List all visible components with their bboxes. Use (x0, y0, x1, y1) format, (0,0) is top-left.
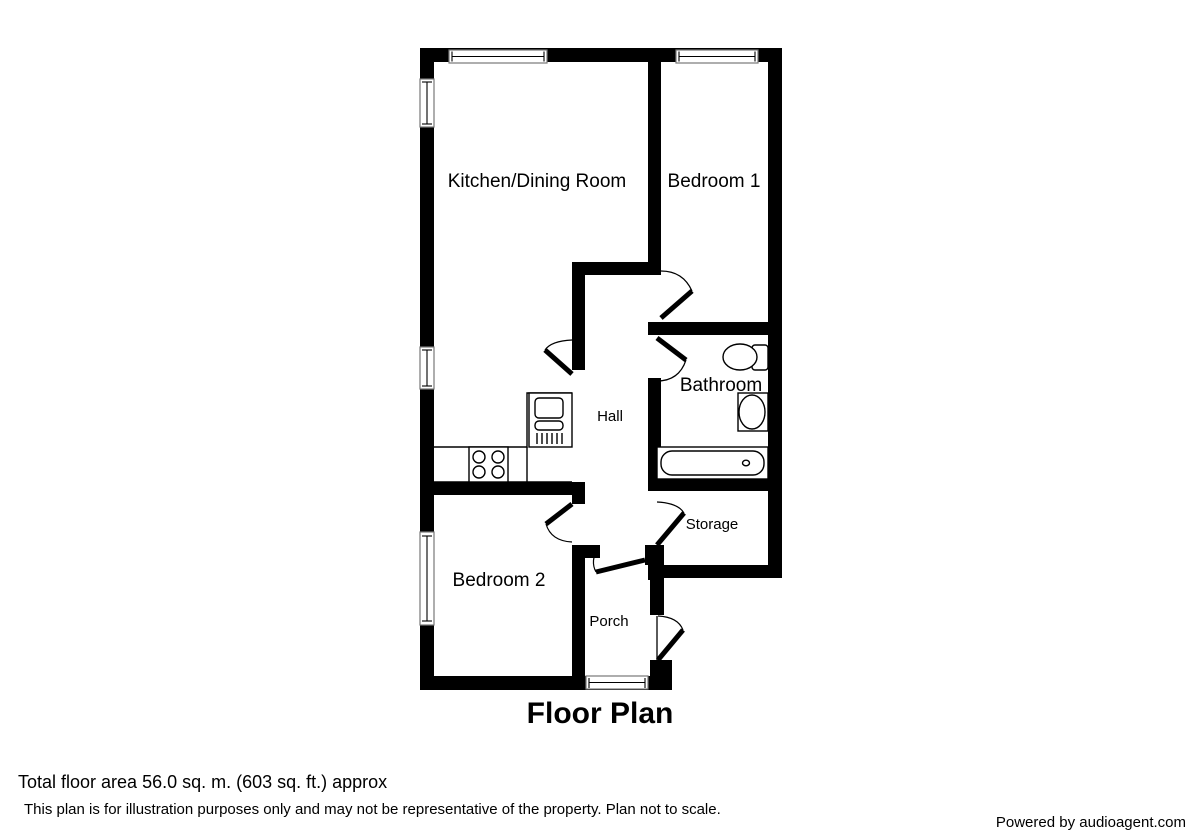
wall-hall-west-lower-stub (572, 482, 585, 504)
room-label-bedroom-1: Bedroom 1 (668, 171, 761, 192)
wall-east-upper (768, 48, 782, 578)
room-label-bathroom: Bathroom (680, 375, 762, 396)
door-bedroom2-icon (544, 502, 574, 543)
wall-hall-north (572, 262, 661, 275)
wall-hall-west-upper (572, 262, 585, 370)
exterior-walls (420, 48, 782, 690)
wall-porch-nw-corner (645, 545, 664, 565)
doors (543, 270, 694, 662)
page-title: Floor Plan (527, 697, 674, 730)
door-front-entrance-icon (656, 615, 685, 662)
door-storage-icon (655, 501, 686, 547)
window-bedroom2-left-icon (419, 531, 435, 626)
wall-bed1-bath-divider (648, 322, 768, 335)
room-label-porch: Porch (589, 613, 628, 630)
wall-bedroom2-east (572, 545, 585, 690)
sink-basin-icon (737, 392, 769, 432)
door-hall-porch-icon (592, 547, 646, 575)
window-kitchen-left-lower-icon (419, 346, 435, 390)
window-kitchen-left-upper-icon (419, 78, 435, 128)
hob-cooker-icon (468, 446, 509, 483)
footer: Total floor area 56.0 sq. m. (603 sq. ft… (0, 772, 1200, 840)
room-label-bedroom-2: Bedroom 2 (453, 570, 546, 591)
window-kitchen-top-icon (448, 49, 548, 64)
wall-porch-north-return (650, 565, 782, 578)
room-label-storage: Storage (686, 516, 739, 533)
bathtub-icon (656, 446, 769, 480)
disclaimer-text: This plan is for illustration purposes o… (24, 801, 721, 818)
toilet-icon (722, 343, 769, 371)
total-floor-area-text: Total floor area 56.0 sq. m. (603 sq. ft… (18, 772, 388, 792)
door-bathroom-icon (655, 336, 688, 382)
room-label-kitchen-dining: Kitchen/Dining Room (448, 171, 626, 192)
room-label-hall: Hall (597, 408, 623, 425)
kitchen-sink-icon (528, 392, 573, 448)
window-bedroom1-top-icon (675, 49, 759, 64)
wall-kitchen-bed2-divider (420, 482, 585, 495)
windows (419, 49, 759, 690)
door-bedroom1-icon (659, 270, 694, 320)
wall-bedroom2-porch-stub (572, 545, 600, 558)
bathroom-fixtures (656, 343, 769, 480)
kitchen-fixtures (434, 392, 573, 483)
interior-walls (420, 48, 768, 690)
door-kitchen-icon (543, 339, 574, 376)
powered-by-credit: Powered by audioagent.com (995, 814, 1186, 831)
room-labels: Kitchen/Dining Room Bedroom 1 Bathroom H… (448, 171, 762, 630)
wall-porch-east-lower (650, 660, 672, 690)
wall-kitchen-bed1-divider (648, 48, 661, 270)
wall-bath-storage-divider (648, 478, 768, 491)
window-porch-bottom-icon (585, 675, 649, 690)
